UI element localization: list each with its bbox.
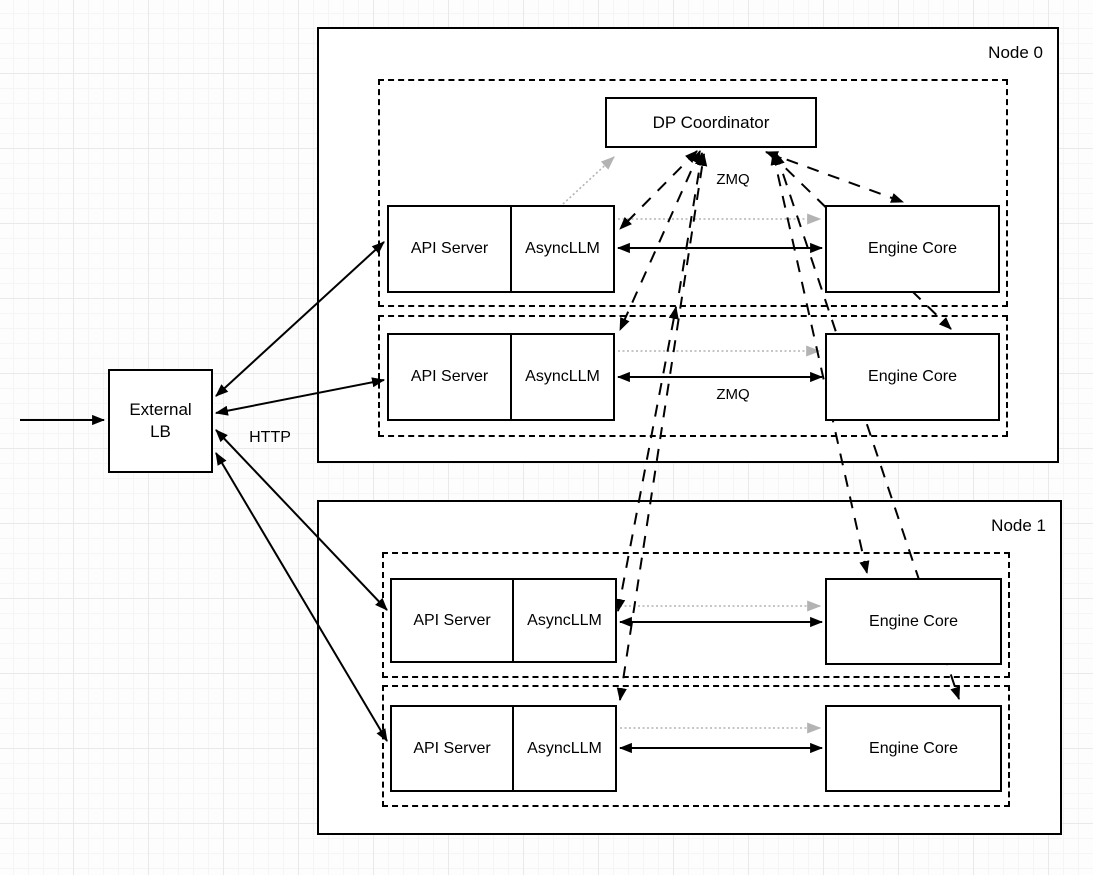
external-lb-label-line1: External xyxy=(129,399,192,419)
asyncllm-cell: AsyncLLM xyxy=(510,207,613,291)
engine-core-box-n1r1: Engine Core xyxy=(825,705,1002,792)
api-server-cell: API Server xyxy=(410,368,489,385)
api-server-cell: API Server xyxy=(410,240,489,257)
node1-label: Node 1 xyxy=(991,516,1046,535)
api-async-box-n0r1: API Server AsyncLLM xyxy=(387,333,615,421)
api-async-box-n1r0: API Server AsyncLLM xyxy=(390,578,617,663)
engine-core-box-n0r1: Engine Core xyxy=(825,333,1000,421)
external-lb-box: External LB xyxy=(108,369,213,473)
edge-dotted-async-coordinator xyxy=(562,156,615,205)
dp-coordinator-label: DP Coordinator xyxy=(652,112,770,132)
node0-label: Node 0 xyxy=(988,43,1043,62)
edge-coord-engine-n0r0 xyxy=(764,151,905,203)
edge-coord-async-n0r0 xyxy=(619,150,698,230)
external-lb-label-line2: LB xyxy=(150,422,171,441)
asyncllm-cell: AsyncLLM xyxy=(512,707,615,790)
api-server-cell: API Server xyxy=(413,739,491,757)
edge-lb-api-n1r0 xyxy=(215,429,388,611)
zmq-label-coordinator: ZMQ xyxy=(716,171,750,188)
edge-lb-api-n0r1 xyxy=(214,377,386,416)
engine-core-label: Engine Core xyxy=(869,612,958,630)
asyncllm-cell: AsyncLLM xyxy=(510,335,613,419)
api-server-cell: API Server xyxy=(413,611,491,629)
dp-coordinator-box: DP Coordinator xyxy=(605,97,817,148)
api-async-box-n1r1: API Server AsyncLLM xyxy=(390,705,617,792)
edge-async-n1r0-coord-lower xyxy=(615,305,679,613)
edge-coord-async-n1r1 xyxy=(616,152,708,702)
api-async-box-n0r0: API Server AsyncLLM xyxy=(387,205,615,293)
http-label: HTTP xyxy=(249,429,291,446)
edge-lb-api-n0r0 xyxy=(215,241,385,397)
engine-core-label: Engine Core xyxy=(868,368,957,385)
engine-core-label: Engine Core xyxy=(868,240,957,257)
edge-lb-api-n1r1 xyxy=(215,452,388,742)
engine-core-box-n0r0: Engine Core xyxy=(825,205,1000,293)
edge-coord-engine-n1r1 xyxy=(774,151,961,701)
engine-core-box-n1r0: Engine Core xyxy=(825,578,1002,665)
zmq-label-engine: ZMQ xyxy=(716,386,750,403)
asyncllm-cell: AsyncLLM xyxy=(512,580,615,661)
engine-core-label: Engine Core xyxy=(869,739,958,757)
